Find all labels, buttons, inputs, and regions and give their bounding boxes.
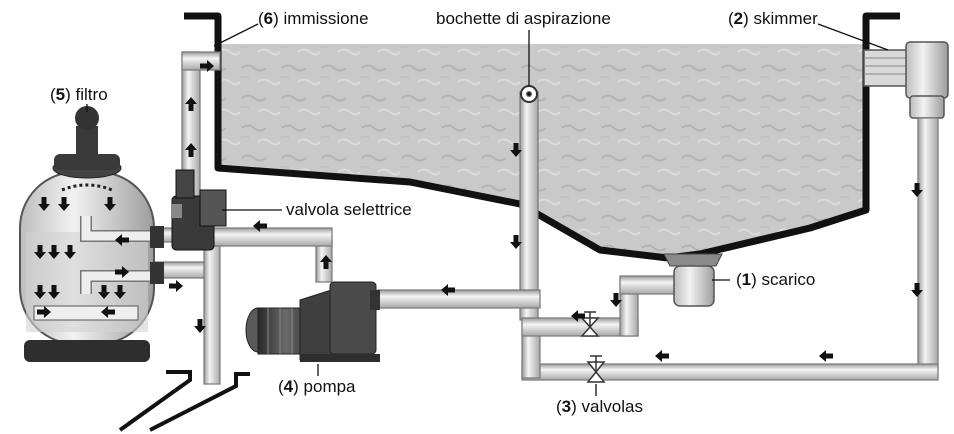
label-skimmer: (2) skimmer (728, 9, 818, 28)
left-arrow-icon (253, 220, 267, 232)
filtro-filter (19, 106, 164, 362)
down-arrow-icon (48, 245, 60, 259)
label-immissione: (6) immissione (258, 9, 369, 28)
pool-water (218, 44, 866, 258)
valve-bottom (586, 355, 606, 383)
right-arrow-icon (200, 60, 214, 72)
waste-trench (118, 370, 250, 432)
right-arrow-icon (169, 280, 183, 292)
down-arrow-icon (34, 245, 46, 259)
pompa-pump (245, 281, 380, 362)
label-filtro: (5) filtro (50, 85, 108, 104)
left-arrow-icon (571, 310, 585, 322)
label-valvola-selettrice-text: valvola selettrice (286, 200, 412, 219)
valvola-selettrice-device (171, 169, 227, 251)
left-arrow-icon (441, 284, 455, 296)
down-arrow-icon (38, 197, 50, 211)
down-arrow-icon (510, 143, 522, 157)
scarico-drain (663, 253, 723, 307)
skimmer (863, 41, 949, 119)
label-valvolas-text: valvolas (581, 397, 643, 416)
right-arrow-icon (37, 306, 51, 318)
down-arrow-icon (48, 285, 60, 299)
up-arrow-icon (320, 255, 332, 269)
pool (184, 12, 900, 262)
down-arrow-icon (98, 285, 110, 299)
down-arrow-icon (104, 197, 116, 211)
down-arrow-icon (114, 285, 126, 299)
flow-arrows (34, 60, 923, 362)
label-skimmer-text: skimmer (753, 9, 818, 28)
pipes (149, 51, 939, 385)
label-immissione-number: 6 (263, 9, 274, 28)
label-filtro-number: 5 (55, 85, 66, 104)
down-arrow-icon (34, 285, 46, 299)
leader-lines (86, 23, 889, 396)
label-valvolas: (3) valvolas (556, 397, 643, 416)
left-arrow-icon (819, 350, 833, 362)
down-arrow-icon (194, 319, 206, 333)
up-arrow-icon (185, 143, 197, 157)
label-scarico-text: scarico (761, 270, 816, 289)
left-arrow-icon (101, 306, 115, 318)
label-pompa-number: 4 (283, 377, 294, 396)
label-immissione-text: immissione (283, 9, 369, 28)
label-skimmer-number: 2 (733, 9, 744, 28)
right-arrow-icon (115, 266, 129, 278)
label-bochette: bochette di aspirazione (436, 10, 611, 27)
down-arrow-icon (911, 183, 923, 197)
label-bochette-text: bochette di aspirazione (436, 9, 611, 28)
label-pompa-text: pompa (303, 377, 356, 396)
left-arrow-icon (115, 234, 129, 246)
up-arrow-icon (185, 97, 197, 111)
pool-wall (184, 12, 900, 262)
down-arrow-icon (610, 293, 622, 307)
down-arrow-icon (510, 235, 522, 249)
label-valvolas-number: 3 (561, 397, 572, 416)
left-arrow-icon (655, 350, 669, 362)
label-valvola-selettrice: valvola selettrice (286, 201, 412, 218)
down-arrow-icon (58, 197, 70, 211)
label-scarico-number: 1 (741, 270, 752, 289)
label-scarico: (1) scarico (736, 270, 816, 289)
down-arrow-icon (911, 283, 923, 297)
valve-middle (580, 311, 600, 337)
down-arrow-icon (64, 245, 76, 259)
label-filtro-text: filtro (75, 85, 108, 104)
label-pompa: (4) pompa (278, 377, 356, 396)
